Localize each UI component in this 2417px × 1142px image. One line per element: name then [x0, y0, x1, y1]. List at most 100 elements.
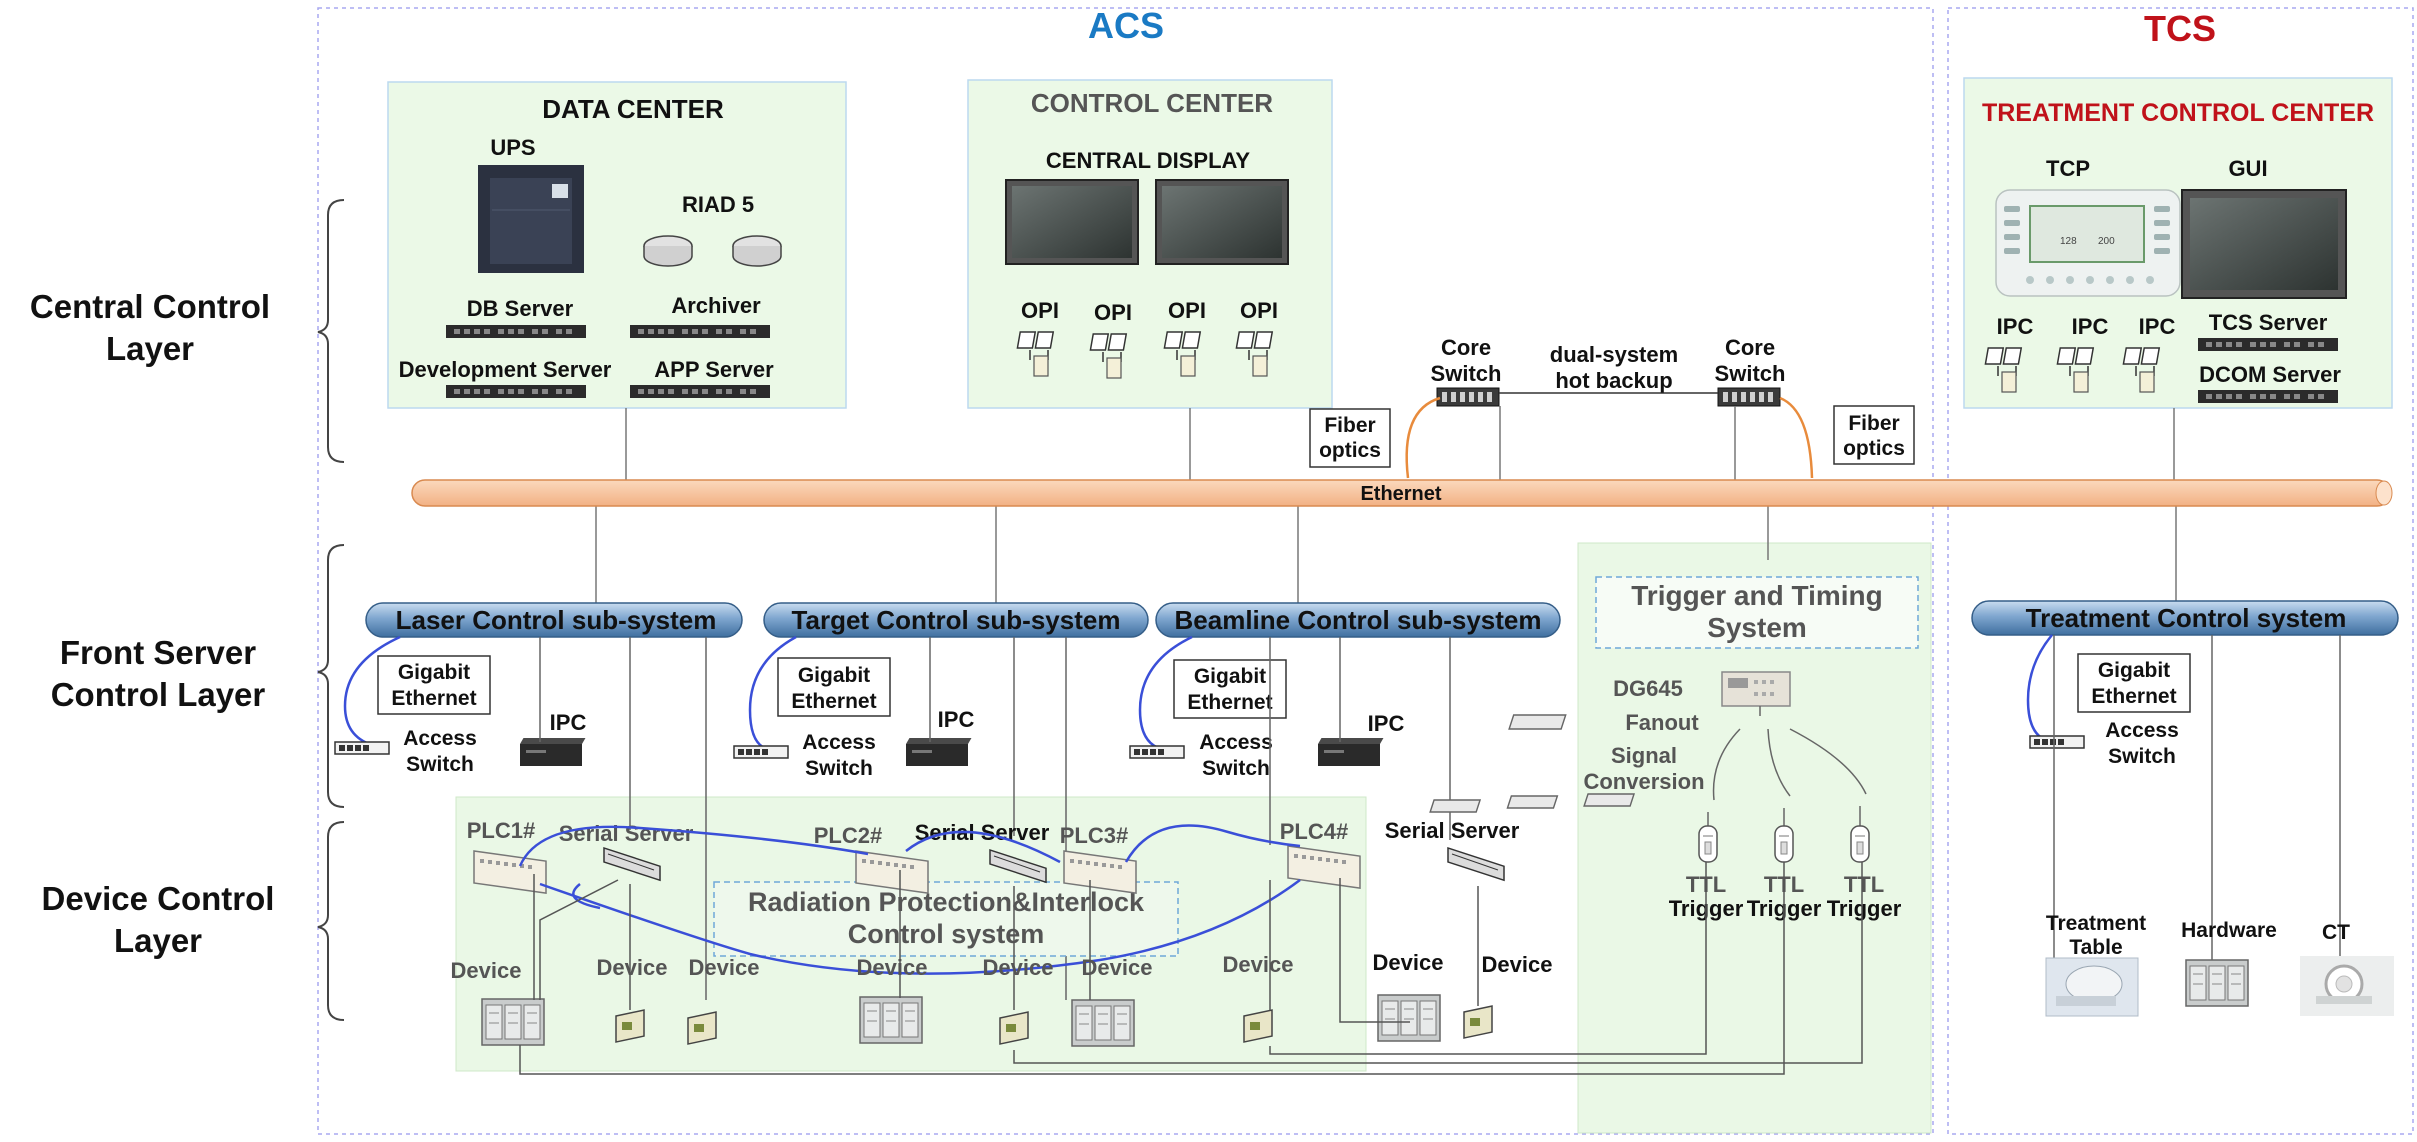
svg-text:Trigger and Timing: Trigger and Timing	[1631, 580, 1883, 611]
svg-text:Fanout: Fanout	[1625, 710, 1699, 735]
device-label-6: Device	[1082, 955, 1153, 980]
ct-scanner-icon	[2300, 956, 2394, 1016]
gui-label: GUI	[2228, 156, 2267, 181]
device-label-5: Device	[983, 955, 1054, 980]
svg-text:Ethernet: Ethernet	[391, 687, 476, 710]
svg-text:Switch: Switch	[1431, 361, 1502, 386]
central-display-label: CENTRAL DISPLAY	[1046, 148, 1250, 173]
archiver-label: Archiver	[671, 293, 761, 318]
svg-text:Target Control sub-system: Target Control sub-system	[792, 605, 1121, 635]
db-server-icon	[446, 325, 586, 338]
svg-text:Access: Access	[2105, 719, 2179, 742]
beamline-access-switch-icon	[1129, 745, 1185, 759]
layer-front-label: Front Server Control Layer	[51, 634, 266, 713]
svg-text:Fiber: Fiber	[1324, 414, 1375, 437]
treatment-front-group: Gigabit Ethernet Access Switch	[2026, 634, 2191, 768]
device-cabinet-icon-1	[481, 998, 545, 1046]
signal-conversion-icon-1	[1429, 799, 1482, 813]
tcs-ipc-label-1: IPC	[1997, 314, 2034, 339]
ups-label: UPS	[490, 135, 535, 160]
tcp-label: TCP	[2046, 156, 2090, 181]
treatment-table-label-1: Treatment	[2046, 912, 2146, 935]
device-cabinet-icon-4	[1377, 994, 1441, 1042]
svg-text:Laser Control sub-system: Laser Control sub-system	[396, 605, 717, 635]
svg-text:128: 128	[2060, 236, 2077, 247]
svg-text:200: 200	[2098, 236, 2115, 247]
ups-icon	[478, 165, 584, 273]
device-box-icon-5	[1463, 1005, 1493, 1039]
beamline-ipc-icon	[1318, 738, 1384, 766]
treatment-access-switch-icon	[2029, 735, 2085, 749]
device-label-1: Device	[451, 958, 522, 983]
svg-text:Access: Access	[802, 731, 876, 754]
device-label-2: Device	[597, 955, 668, 980]
device-box-icon-4	[1243, 1009, 1273, 1043]
treatment-center-panel: TREATMENT CONTROL CENTER TCP GUI 128 200…	[1963, 77, 2393, 409]
laser-access-switch-icon	[334, 741, 390, 755]
device-layer: Radiation Protection&Interlock Control s…	[451, 818, 1863, 1075]
subsystem-drops	[539, 635, 2341, 1000]
svg-text:hot backup: hot backup	[1555, 368, 1672, 393]
dg645-icon	[1721, 671, 1791, 707]
svg-text:Beamline Control sub-system: Beamline Control sub-system	[1175, 605, 1542, 635]
layer-central-label: Central Control Layer	[30, 288, 270, 367]
signal-conversion-icon-2	[1506, 795, 1559, 809]
signal-conversion-icon-3	[1583, 793, 1636, 807]
tcs-frame	[1947, 7, 2414, 1135]
ttl-trigger-icon-3	[1850, 825, 1870, 863]
dcom-server-label: DCOM Server	[2199, 362, 2341, 387]
svg-text:Control Layer: Control Layer	[51, 676, 266, 713]
device-wiring	[519, 862, 1863, 1075]
svg-text:Switch: Switch	[805, 757, 873, 780]
tcs-title: TCS	[2144, 8, 2216, 49]
trigger-timing-system: Trigger and Timing System DG645 Fanout S…	[1429, 576, 1919, 921]
dev-server-icon	[446, 385, 586, 398]
opi-label-2: OPI	[1094, 300, 1132, 325]
treatment-center-title: TREATMENT CONTROL CENTER	[1982, 99, 2374, 127]
plc1-label: PLC1#	[467, 818, 535, 843]
svg-text:Fiber: Fiber	[1848, 412, 1899, 435]
acs-frame	[317, 7, 1934, 1135]
device-label-9: Device	[1482, 952, 1553, 977]
control-center-title: CONTROL CENTER	[1031, 88, 1273, 118]
device-label-4: Device	[857, 955, 928, 980]
svg-text:Switch: Switch	[1715, 361, 1786, 386]
svg-text:Gigabit: Gigabit	[1194, 665, 1266, 688]
svg-text:Ethernet: Ethernet	[791, 690, 876, 713]
svg-text:Front Server: Front Server	[60, 634, 256, 671]
svg-text:dual-system: dual-system	[1550, 342, 1678, 367]
serial-server-label-3: Serial Server	[1385, 818, 1520, 843]
laser-subsystem-bar: Laser Control sub-system	[365, 602, 743, 638]
svg-text:IPC: IPC	[938, 707, 975, 732]
ttl-trigger-icon-2	[1774, 825, 1794, 863]
device-box-icon-2	[687, 1011, 717, 1045]
tcs-server-label: TCS Server	[2209, 310, 2328, 335]
plc3-label: PLC3#	[1060, 823, 1128, 848]
dev-server-label: Development Server	[399, 357, 612, 382]
interlock-links	[518, 824, 1301, 975]
target-access-switch-icon	[733, 745, 789, 759]
svg-text:Gigabit: Gigabit	[2098, 659, 2170, 682]
layer-braces	[317, 199, 345, 1021]
hardware-icon	[2185, 959, 2249, 1007]
ethernet-bus: Ethernet	[411, 479, 2393, 507]
laser-ipc-icon	[520, 738, 586, 766]
opi-label-1: OPI	[1021, 298, 1059, 323]
layer-device-label: Device Control Layer	[42, 880, 275, 959]
svg-text:IPC: IPC	[1368, 711, 1405, 736]
target-subsystem-bar: Target Control sub-system	[763, 602, 1149, 638]
radiation-protection-box	[713, 881, 1179, 957]
device-cabinet-icon-2	[859, 996, 923, 1044]
ethernet-label: Ethernet	[1360, 483, 1441, 505]
fanout-icon	[1508, 714, 1567, 730]
svg-text:Switch: Switch	[406, 753, 474, 776]
opi-label-3: OPI	[1168, 298, 1206, 323]
core-switch-left: Core Switch	[1431, 335, 1502, 407]
svg-text:Central Control: Central Control	[30, 288, 270, 325]
svg-text:Layer: Layer	[106, 330, 194, 367]
beamline-front-group: Gigabit Ethernet Access Switch IPC	[1129, 635, 1405, 780]
svg-text:Core: Core	[1725, 335, 1775, 360]
data-center-title: DATA CENTER	[542, 94, 724, 124]
